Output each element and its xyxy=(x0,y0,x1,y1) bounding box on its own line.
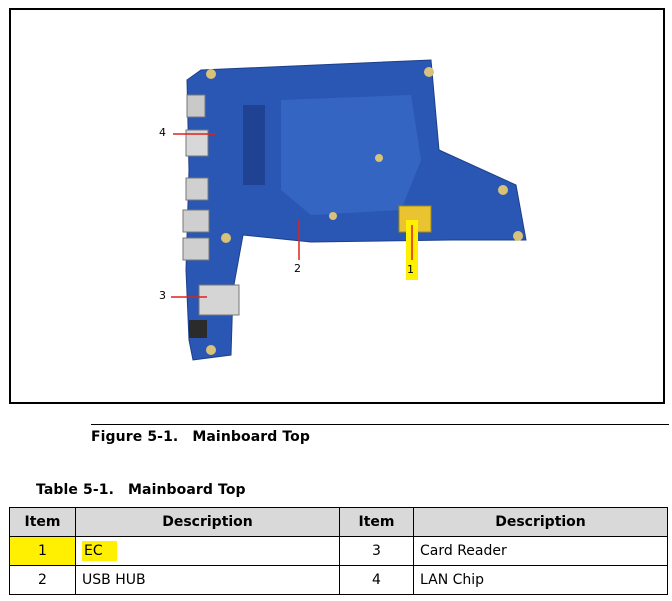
table-row: 2 USB HUB 4 LAN Chip xyxy=(9,565,668,595)
audio-jack xyxy=(189,320,207,338)
callout-1-label: 1 xyxy=(407,263,414,276)
item-number: 3 xyxy=(339,536,414,566)
port-hdmi xyxy=(185,177,209,201)
header-description: Description xyxy=(413,507,668,537)
card-reader-slot xyxy=(198,284,240,316)
screw-hole xyxy=(206,69,216,79)
header-item: Item xyxy=(339,507,414,537)
figure-caption-title: Mainboard Top xyxy=(192,429,311,445)
item-number: 4 xyxy=(339,565,414,595)
table-caption-label: Table 5-1. xyxy=(36,482,114,498)
callout-3-label: 3 xyxy=(159,289,166,302)
screw-hole xyxy=(375,154,383,162)
screw-hole xyxy=(206,345,216,355)
mainboard-image xyxy=(171,59,527,361)
item-description: Card Reader xyxy=(413,536,668,566)
port-usb-2 xyxy=(182,237,210,261)
screw-hole xyxy=(221,233,231,243)
callout-2-label: 2 xyxy=(294,262,301,275)
item-description: LAN Chip xyxy=(413,565,668,595)
table-row: 1 EC 3 Card Reader xyxy=(9,536,668,566)
header-description: Description xyxy=(75,507,340,537)
port-audio xyxy=(186,94,206,118)
screw-hole xyxy=(424,67,434,77)
item-description-highlighted: EC xyxy=(82,541,117,561)
figure-caption: Figure 5-1. Mainboard Top xyxy=(91,429,310,445)
heatsink-area xyxy=(281,95,421,215)
port-lan xyxy=(185,129,209,157)
screw-hole xyxy=(513,231,523,241)
table-header-row: Item Description Item Description xyxy=(9,507,668,537)
callout-4-label: 4 xyxy=(159,126,166,139)
item-number-highlighted: 1 xyxy=(9,536,76,566)
items-table: Item Description Item Description 1 EC 3… xyxy=(9,507,668,595)
item-description: USB HUB xyxy=(75,565,340,595)
figure-caption-label: Figure 5-1. xyxy=(91,429,179,445)
chip-bank xyxy=(243,105,265,185)
item-number: 2 xyxy=(9,565,76,595)
header-item: Item xyxy=(9,507,76,537)
port-usb-1 xyxy=(182,209,210,233)
screw-hole xyxy=(498,185,508,195)
table-caption-title: Mainboard Top xyxy=(128,482,246,498)
figure-frame: 1 2 3 4 xyxy=(9,8,665,404)
caption-rule xyxy=(91,424,669,425)
table-caption: Table 5-1. Mainboard Top xyxy=(36,482,246,498)
screw-hole xyxy=(329,212,337,220)
item-description: EC xyxy=(75,536,340,566)
